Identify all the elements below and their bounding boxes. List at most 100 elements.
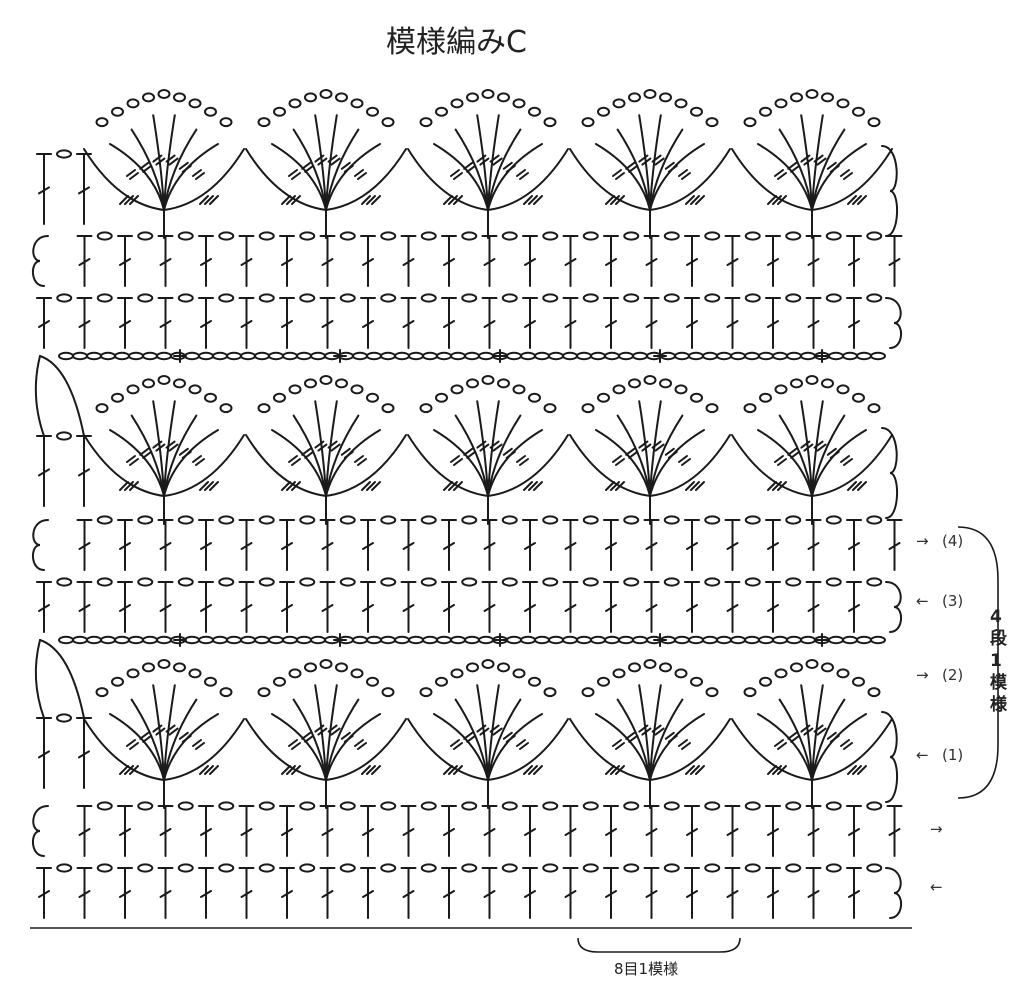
fan-chain — [435, 676, 448, 687]
fan-slash — [168, 157, 179, 166]
fan-spoke — [811, 143, 867, 211]
fan-spoke — [487, 143, 543, 211]
chain-stitch — [785, 293, 802, 303]
dc-slash — [605, 604, 617, 612]
fan-slash — [209, 765, 219, 775]
chain-stitch — [870, 351, 886, 361]
chain-stitch — [282, 635, 298, 645]
fan-chain — [204, 392, 217, 403]
fan-side — [811, 718, 893, 781]
fan-chain — [659, 662, 672, 673]
chain-stitch — [96, 515, 113, 525]
dc-slash — [605, 258, 617, 266]
fan-slash — [443, 481, 453, 491]
fan-slash — [813, 154, 824, 163]
dc-slash — [321, 890, 334, 898]
chain-stitch — [128, 635, 144, 645]
dc-slash — [767, 320, 779, 328]
chain-stitch — [464, 351, 480, 361]
fan-slash — [479, 727, 490, 736]
fan-slash — [192, 739, 202, 747]
dc-slash — [38, 890, 50, 898]
chain-stitch — [730, 351, 746, 361]
chain-stitch — [56, 293, 73, 303]
fan-slash — [610, 195, 620, 205]
chain-stitch — [772, 351, 788, 361]
fan-slash — [638, 724, 649, 733]
fan-chain — [257, 687, 271, 698]
chain-stitch — [758, 351, 774, 361]
fan-slash — [502, 731, 513, 740]
fan-slash — [774, 739, 784, 747]
chain-stitch — [408, 351, 424, 361]
chain-stitch — [716, 635, 732, 645]
fan-slash — [516, 169, 526, 177]
fan-slash — [610, 481, 620, 491]
chain-stitch — [339, 515, 356, 525]
fan-slash — [466, 450, 477, 459]
fan-slash — [681, 172, 691, 180]
fan-slash — [772, 481, 782, 491]
fan-slash — [195, 742, 205, 750]
fan-chain — [659, 378, 672, 389]
fan-slash — [654, 443, 665, 452]
fan-slash — [641, 157, 652, 166]
stitch-grid — [32, 89, 903, 919]
chain-stitch — [825, 863, 842, 873]
chain-stitch — [623, 577, 640, 587]
chain-stitch — [420, 577, 437, 587]
dc-slash — [281, 320, 293, 328]
chain-stitch — [450, 351, 466, 361]
chain-stitch — [142, 635, 158, 645]
dc-slash — [240, 258, 253, 266]
fan-chain — [643, 375, 657, 385]
fan-slash — [155, 727, 166, 736]
chain-stitch — [800, 635, 816, 645]
dc-slash — [524, 828, 536, 836]
fan-chain — [867, 117, 881, 128]
fan-side — [325, 718, 407, 781]
chain-stitch — [674, 635, 690, 645]
dc-slash — [848, 828, 860, 836]
svg-text:1: 1 — [990, 651, 1002, 671]
fan-slash — [615, 195, 625, 205]
dc-slash — [605, 542, 617, 550]
fan-slash — [361, 765, 371, 775]
chain-stitch — [156, 351, 172, 361]
fan-side — [163, 148, 245, 211]
fan-slash — [612, 455, 622, 463]
fan-chain — [705, 403, 719, 414]
fan-slash — [852, 481, 862, 491]
fan-slash — [357, 458, 367, 466]
fan-slash — [168, 443, 179, 452]
fan-chain — [581, 403, 595, 414]
dc-slash — [483, 320, 496, 328]
fan-chain — [419, 687, 433, 698]
fan-slash — [129, 458, 139, 466]
fan-side — [163, 718, 245, 781]
fan-slash — [519, 742, 529, 750]
fan-slash — [178, 731, 189, 740]
dc-slash — [119, 890, 131, 898]
fan-slash — [450, 169, 460, 177]
chain-stitch — [501, 293, 518, 303]
fan-chain — [273, 106, 286, 117]
repeat-rows-label: 4 段 1 模 様 — [990, 607, 1008, 715]
dc-slash — [119, 542, 131, 550]
dc-slash — [524, 542, 536, 550]
chain-stitch — [866, 801, 883, 811]
fan-chain — [288, 384, 302, 395]
fan-slash — [209, 195, 219, 205]
chain-stitch — [461, 231, 478, 241]
fan-slash — [204, 765, 214, 775]
dc-slash — [848, 890, 860, 898]
fan-slash — [533, 481, 543, 491]
chain-stitch — [198, 635, 214, 645]
fan-slash — [767, 195, 777, 205]
dc-slash — [240, 320, 253, 328]
chain-stitch — [856, 351, 872, 361]
chain-stitch — [299, 801, 316, 811]
fan-slash — [479, 443, 490, 452]
fan-slash — [301, 161, 312, 170]
fan-chain — [528, 392, 541, 403]
